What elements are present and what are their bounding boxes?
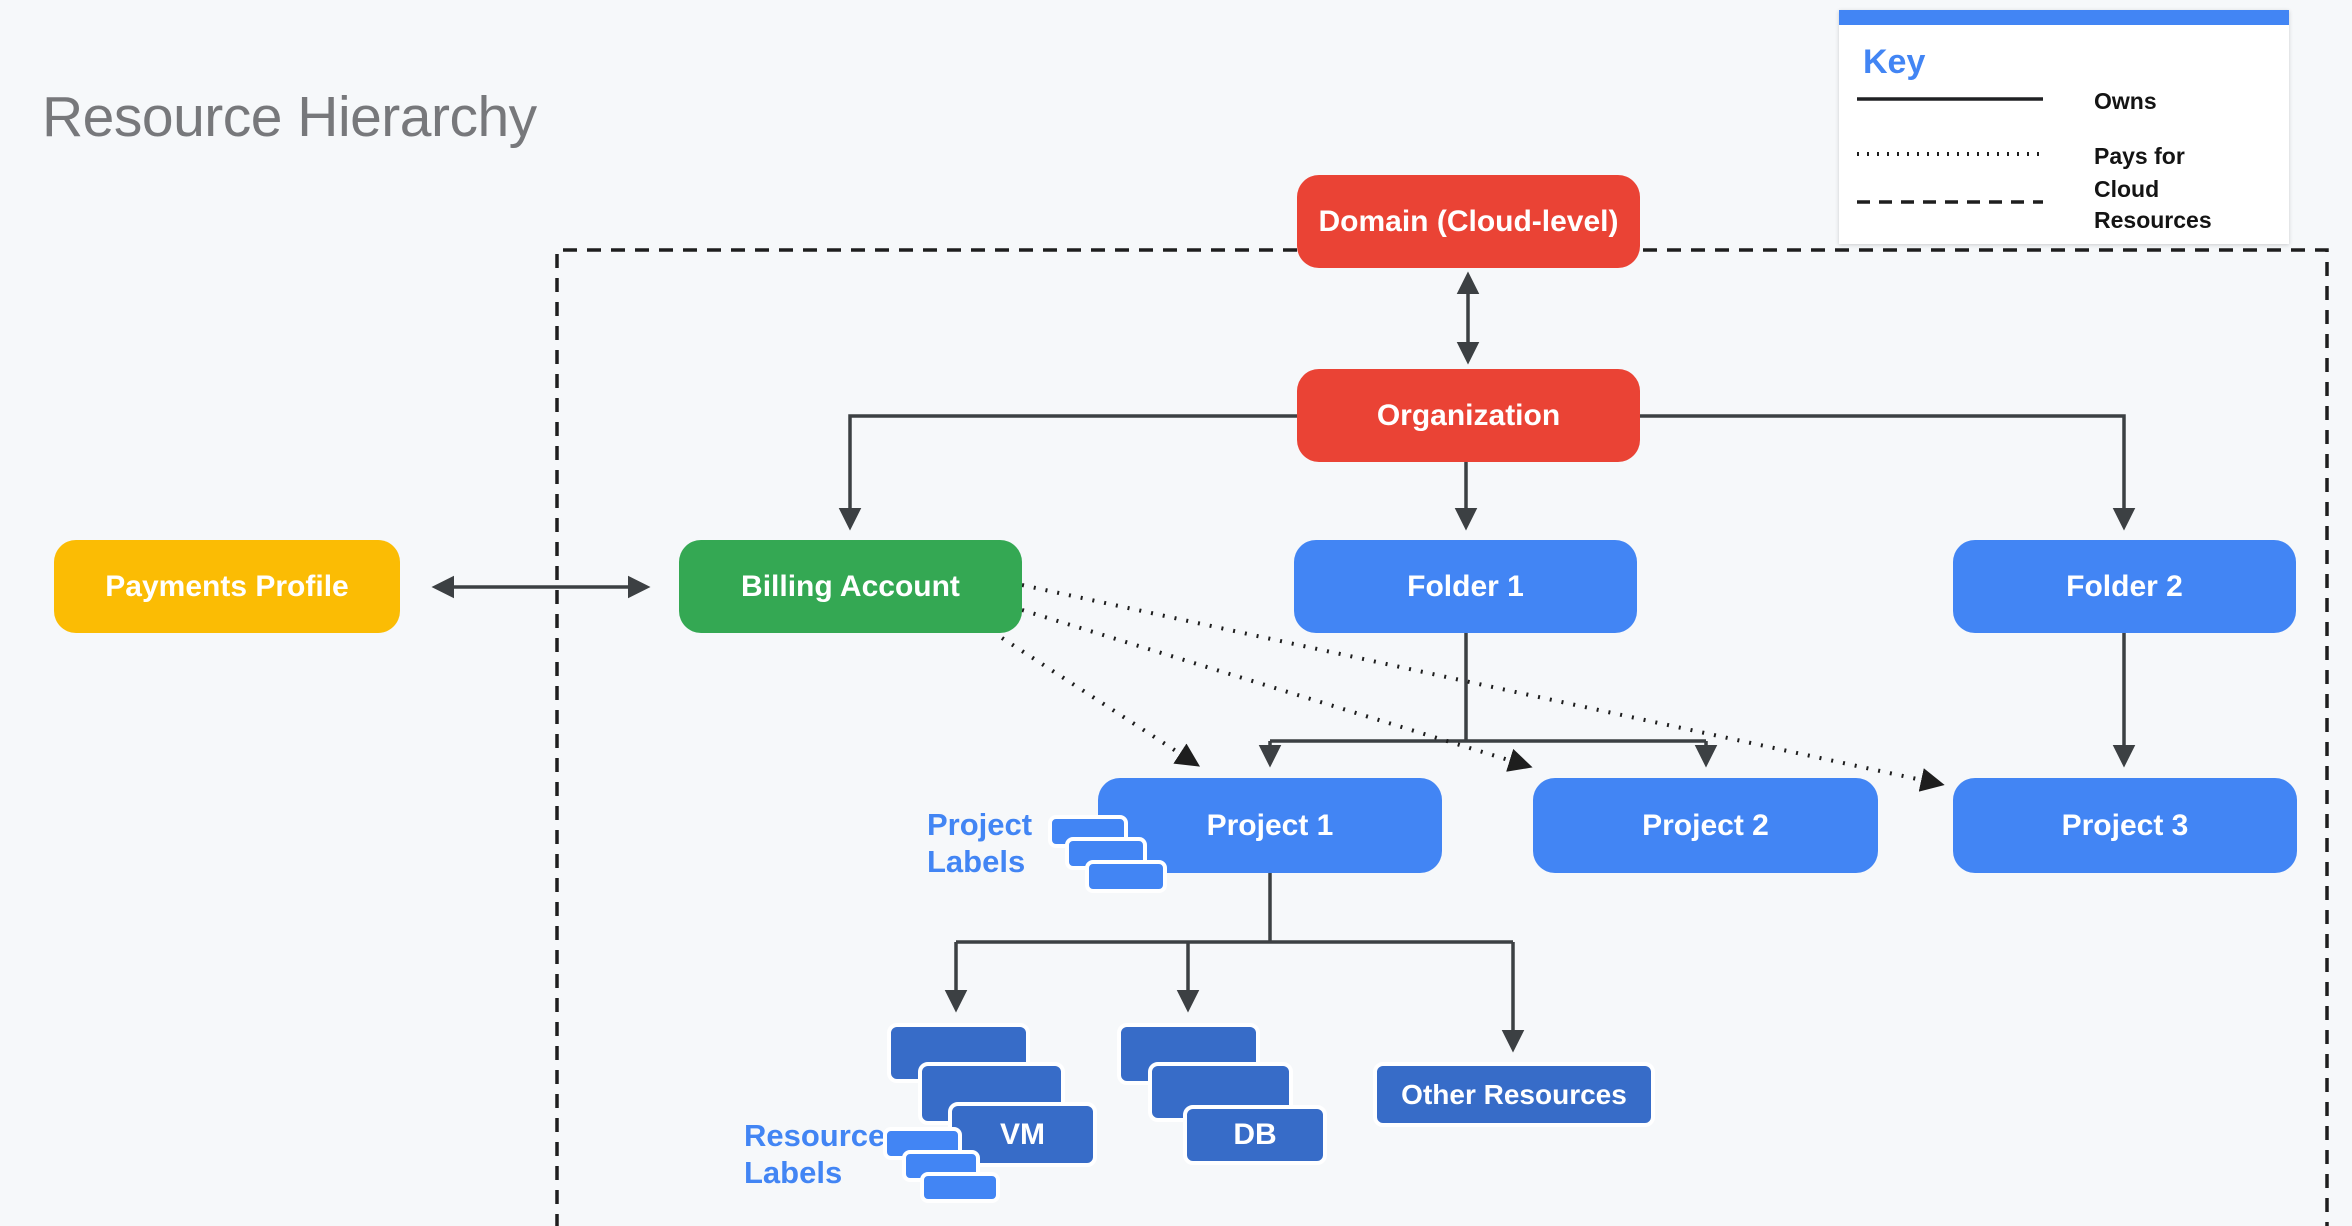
project-labels-line2: Labels	[927, 844, 1026, 879]
resource-labels-icon	[920, 1172, 1000, 1203]
owns-solid-lines	[431, 271, 2136, 1053]
legend-title: Key	[1863, 43, 1926, 81]
legend-dotted-line-swatch	[1857, 152, 2043, 156]
resource-labels-line2: Labels	[744, 1155, 843, 1190]
legend-label-owns: Owns	[2094, 88, 2157, 114]
legend-label-cloud-resources: Cloud Resources	[2094, 176, 2212, 233]
node-billing-account: Billing Account	[679, 540, 1022, 633]
page-title: Resource Hierarchy	[42, 85, 537, 149]
node-folder-1: Folder 1	[1294, 540, 1637, 633]
node-organization: Organization	[1297, 369, 1640, 462]
node-payments-profile: Payments Profile	[54, 540, 400, 633]
project-labels-line1: Project	[927, 807, 1033, 842]
node-db: DB	[1183, 1105, 1327, 1165]
node-project-1: Project 1	[1098, 778, 1442, 873]
cloud-resources-dashed-border	[555, 248, 2329, 1226]
resource-labels-annotation: Resource Labels	[744, 1117, 885, 1191]
pays-for-dotted-lines	[1000, 583, 1945, 792]
node-domain: Domain (Cloud-level)	[1297, 175, 1640, 268]
node-folder-2: Folder 2	[1953, 540, 2296, 633]
legend-dashed-line-swatch	[1857, 200, 2043, 204]
resource-labels-line1: Resource	[744, 1118, 886, 1153]
node-other-resources: Other Resources	[1373, 1062, 1655, 1127]
legend-label-pays-for: Pays for	[2094, 143, 2185, 169]
legend-panel: Key Owns Pays for Cloud Resources	[1839, 10, 2289, 244]
legend-top-bar	[1839, 10, 2289, 25]
node-project-3: Project 3	[1953, 778, 2297, 873]
project-labels-annotation: Project Labels	[927, 806, 1032, 880]
project-labels-icon	[1085, 860, 1167, 893]
legend-solid-line-swatch	[1857, 97, 2043, 101]
node-project-2: Project 2	[1533, 778, 1878, 873]
